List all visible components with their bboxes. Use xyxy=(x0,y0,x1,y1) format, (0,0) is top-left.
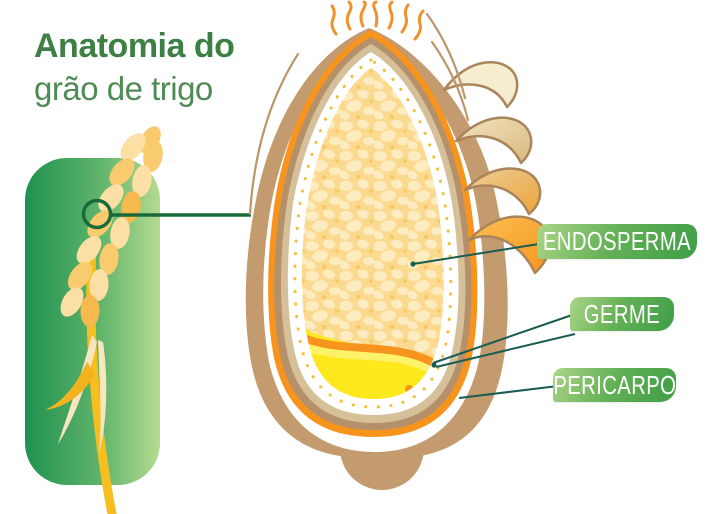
peeled-bran-flaps xyxy=(442,61,552,275)
page-title: Anatomia do grão de trigo xyxy=(34,26,294,111)
brush-hairs xyxy=(330,0,425,41)
wheat-leaf-gold xyxy=(45,362,95,410)
label-germe: GERME xyxy=(570,297,674,331)
zoom-marker-circle xyxy=(81,198,113,230)
label-pericarpo: PERICARPO xyxy=(553,368,676,402)
label-pericarpo-text: PERICARPO xyxy=(553,369,676,400)
label-endosperma-text: ENDOSPERMA xyxy=(542,226,692,256)
leader-lines xyxy=(410,242,576,399)
wheat-leaf-right xyxy=(98,340,107,454)
leader-germe-1 xyxy=(432,313,576,364)
leader-germe-2 xyxy=(435,333,576,368)
bran-flap-3 xyxy=(463,167,542,216)
bran-flap-2 xyxy=(454,116,533,165)
label-endosperma: ENDOSPERMA xyxy=(537,224,697,259)
leader-germe-dot xyxy=(431,362,437,368)
title-line-2: grão de trigo xyxy=(34,69,213,107)
title-line-1: Anatomia do xyxy=(34,27,235,65)
label-germe-text: GERME xyxy=(583,298,661,329)
leader-pericarpo xyxy=(458,385,559,399)
grain-cross-section xyxy=(245,0,552,490)
leader-endosperma-dot xyxy=(410,261,416,267)
bran-flap-1 xyxy=(442,61,519,109)
wheat-ear-kernels xyxy=(60,126,163,327)
wheat-ear-icon xyxy=(45,126,251,514)
husk-outline-arcs xyxy=(248,12,470,216)
leader-endosperma xyxy=(412,242,546,265)
endosperm-region xyxy=(301,68,444,399)
